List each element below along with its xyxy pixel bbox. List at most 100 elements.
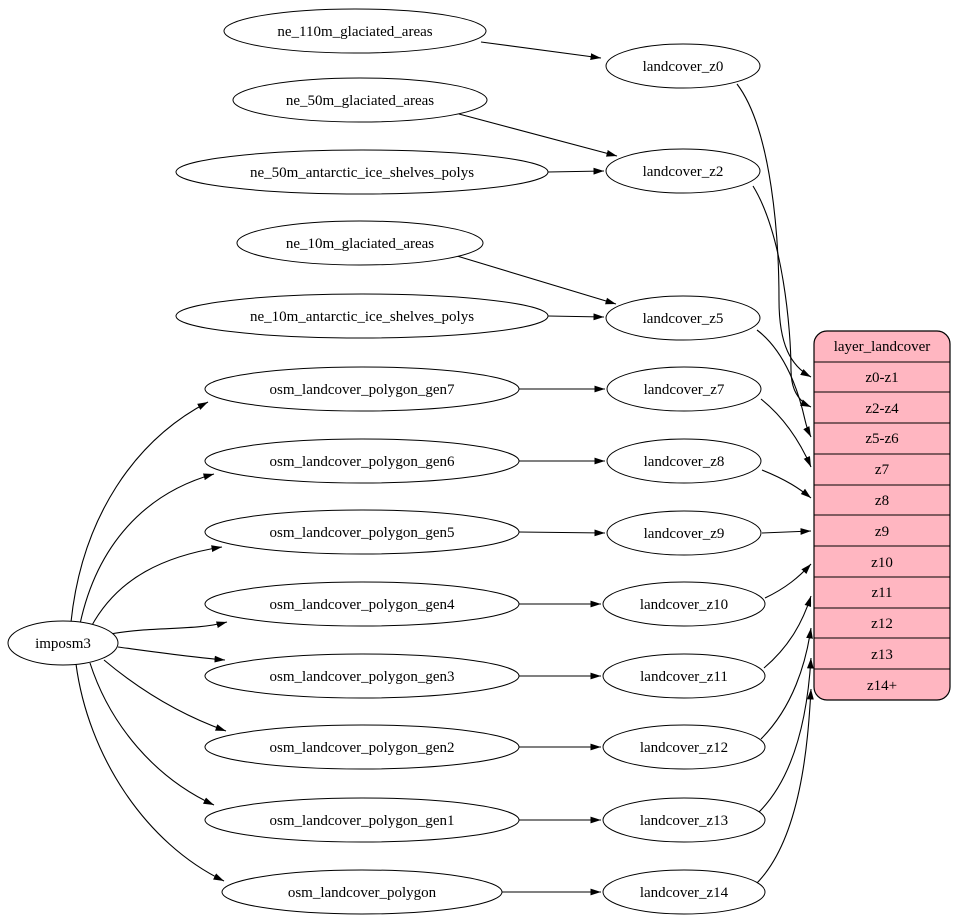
node-ellipse <box>602 581 766 627</box>
node-label: ne_110m_glaciated_areas <box>277 24 432 40</box>
node-osm-landcover-polygon-gen7: osm_landcover_polygon_gen7 <box>204 366 520 412</box>
node-label: landcover_z5 <box>643 311 724 327</box>
edge-z8-to-row-z8 <box>761 469 812 499</box>
node-label: osm_landcover_polygon_gen1 <box>270 813 455 829</box>
table-row-z14plus: z14+ <box>867 678 897 694</box>
node-ellipse <box>7 620 119 666</box>
node-ellipse <box>204 724 520 770</box>
node-ellipse <box>602 797 766 843</box>
node-ellipse <box>602 724 766 770</box>
table-row-z12: z12 <box>871 616 893 632</box>
table-row-z0-z1: z0-z1 <box>865 370 898 386</box>
node-label: ne_50m_glaciated_areas <box>286 93 434 109</box>
node-osm-landcover-polygon-gen1: osm_landcover_polygon_gen1 <box>204 797 520 843</box>
table-row-z8: z8 <box>875 493 889 509</box>
edge-imposm3-to-gen4 <box>109 621 228 635</box>
node-label: ne_10m_antarctic_ice_shelves_polys <box>250 309 474 325</box>
edge-z5-to-row-z5-z6 <box>756 329 812 438</box>
node-osm-landcover-polygon: osm_landcover_polygon <box>221 869 503 915</box>
node-label: landcover_z7 <box>644 382 725 398</box>
node-landcover-z9: landcover_z9 <box>606 510 762 556</box>
node-osm-landcover-polygon-gen2: osm_landcover_polygon_gen2 <box>204 724 520 770</box>
edge-ne50m-glac-to-z2 <box>458 113 618 157</box>
node-ne-10m-glaciated-areas: ne_10m_glaciated_areas <box>236 220 484 266</box>
node-imposm3: imposm3 <box>7 620 119 666</box>
table-row-z2-z4: z2-z4 <box>865 401 899 417</box>
node-ne-50m-antarctic-ice-shelves-polys: ne_50m_antarctic_ice_shelves_polys <box>175 149 549 195</box>
node-ellipse <box>606 366 762 412</box>
node-label: landcover_z10 <box>640 597 728 613</box>
node-ellipse <box>175 293 549 339</box>
node-ellipse <box>204 509 520 555</box>
node-ellipse <box>605 148 761 194</box>
edge-imposm3-to-gen3 <box>117 646 226 663</box>
table-title: layer_landcover <box>834 339 931 355</box>
edge-z9-to-row-z9 <box>761 528 812 535</box>
node-landcover-z2: landcover_z2 <box>605 148 761 194</box>
node-landcover-z13: landcover_z13 <box>602 797 766 843</box>
node-ellipse <box>605 43 761 89</box>
node-ellipse <box>606 510 762 556</box>
node-osm-landcover-polygon-gen4: osm_landcover_polygon_gen4 <box>204 581 520 627</box>
node-label: landcover_z11 <box>640 669 728 685</box>
node-ellipse <box>204 438 520 484</box>
node-osm-landcover-polygon-gen5: osm_landcover_polygon_gen5 <box>204 509 520 555</box>
node-label: imposm3 <box>35 636 91 652</box>
node-landcover-z14: landcover_z14 <box>602 869 766 915</box>
node-ellipse <box>223 8 487 54</box>
edge-imposm3-to-gen2 <box>103 659 227 732</box>
node-label: osm_landcover_polygon <box>288 885 437 901</box>
node-ellipse <box>175 149 549 195</box>
edge-z0-to-row-z0-z1 <box>736 83 812 378</box>
node-ellipse <box>204 581 520 627</box>
table-row-z10: z10 <box>871 555 893 571</box>
edge-ne10m-glac-to-z5 <box>456 255 617 305</box>
node-ne-50m-glaciated-areas: ne_50m_glaciated_areas <box>232 77 488 123</box>
node-landcover-z12: landcover_z12 <box>602 724 766 770</box>
node-label: landcover_z14 <box>640 885 729 901</box>
edge-z11-to-row-z11 <box>763 595 812 669</box>
node-label: osm_landcover_polygon_gen5 <box>270 525 455 541</box>
edge-ne10m-ant-to-z5 <box>547 313 605 321</box>
edge-gen5-to-z9 <box>518 529 606 537</box>
edge-imposm3-to-gen1 <box>89 662 215 806</box>
table-row-z9: z9 <box>875 524 889 540</box>
node-ellipse <box>602 653 766 699</box>
table-row-z7: z7 <box>875 462 890 478</box>
node-ellipse <box>236 220 484 266</box>
node-ellipse <box>204 653 520 699</box>
node-label: landcover_z2 <box>643 164 724 180</box>
table-layer-landcover: layer_landcover z0-z1 z2-z4 z5-z6 z7 z8 … <box>813 330 951 701</box>
edge-z2-to-row-z2-z4 <box>752 185 812 408</box>
node-landcover-z0: landcover_z0 <box>605 43 761 89</box>
edge-imposm3-to-polygon <box>75 663 225 882</box>
edge-z10-to-row-z10 <box>764 563 812 599</box>
node-ellipse <box>606 438 762 484</box>
edges <box>70 41 814 896</box>
edge-z14-to-row-z14 <box>755 688 814 885</box>
edge-ne110m-to-z0 <box>480 41 602 60</box>
node-label: osm_landcover_polygon_gen6 <box>270 454 455 470</box>
node-label: osm_landcover_polygon_gen7 <box>270 382 455 398</box>
node-label: osm_landcover_polygon_gen3 <box>270 669 455 685</box>
table-row-z11: z11 <box>871 585 892 601</box>
node-label: landcover_z9 <box>644 526 725 542</box>
node-label: osm_landcover_polygon_gen4 <box>270 597 455 613</box>
node-label: ne_50m_antarctic_ice_shelves_polys <box>250 165 474 181</box>
node-ellipse <box>605 295 761 341</box>
node-landcover-z7: landcover_z7 <box>606 366 762 412</box>
node-label: landcover_z0 <box>643 59 724 75</box>
node-ellipse <box>602 869 766 915</box>
node-landcover-z5: landcover_z5 <box>605 295 761 341</box>
edge-imposm3-to-gen7 <box>70 401 209 623</box>
edge-ne50m-ant-to-z2 <box>547 167 605 175</box>
node-ellipse <box>204 366 520 412</box>
node-label: landcover_z13 <box>640 813 728 829</box>
node-ne-110m-glaciated-areas: ne_110m_glaciated_areas <box>223 8 487 54</box>
table-row-z5-z6: z5-z6 <box>865 431 899 447</box>
node-ne-10m-antarctic-ice-shelves-polys: ne_10m_antarctic_ice_shelves_polys <box>175 293 549 339</box>
table-row-z13: z13 <box>871 647 893 663</box>
node-ellipse <box>232 77 488 123</box>
